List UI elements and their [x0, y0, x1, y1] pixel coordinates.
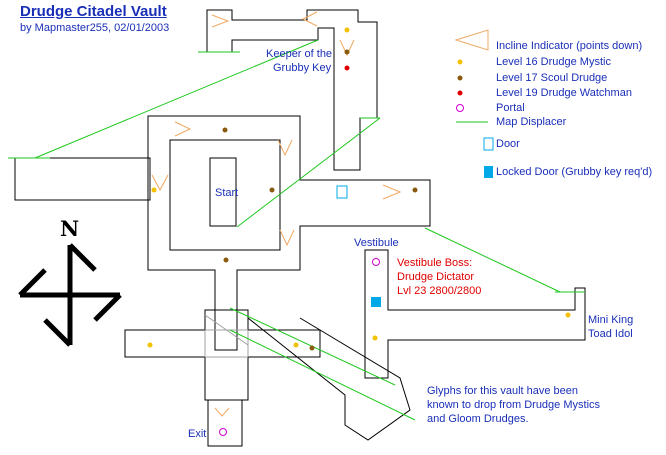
mystic-dot — [151, 187, 157, 193]
portal-ring — [372, 258, 380, 266]
glyphs-note-1: Glyphs for this vault have been — [427, 385, 579, 397]
exit-label: Exit — [188, 428, 207, 440]
central-hall-outer — [147, 115, 431, 351]
scoul-dot — [344, 49, 350, 55]
legend-item: Locked Door (Grubby key req'd) — [496, 166, 653, 178]
legend-red-dot-icon — [457, 90, 463, 96]
cross-grey-diag — [204, 314, 249, 346]
legend-item: Portal — [496, 102, 525, 114]
mystic-dot — [147, 342, 153, 348]
vestibule-label: Vestibule — [354, 237, 399, 249]
left-wing-wall — [14, 157, 151, 201]
watchman-dot — [344, 65, 350, 71]
legend-incline-triangle-icon — [454, 29, 489, 51]
top-hall-wall — [206, 9, 378, 171]
incline-triangle — [301, 11, 318, 27]
legend-yellow-dot-icon — [457, 59, 463, 65]
displacer-line-2 — [236, 117, 381, 228]
incline-triangle — [211, 14, 230, 28]
boss-label-2: Drudge Dictator — [397, 271, 475, 283]
compass-north-letter: N — [60, 216, 80, 241]
scoul-dot — [412, 187, 418, 193]
map-title: Drudge Citadel Vault — [20, 3, 167, 20]
exit-passage-wall — [207, 399, 243, 447]
mystic-dot — [344, 27, 350, 33]
scoul-dot — [223, 257, 229, 263]
start-label: Start — [215, 187, 239, 199]
legend-item: Incline Indicator (points down) — [496, 40, 643, 52]
mystic-dot — [293, 342, 299, 348]
legend-item: Level 17 Scoul Drudge — [496, 72, 608, 84]
cross-grey-lines — [204, 329, 249, 358]
displacer-line-1 — [34, 39, 319, 159]
scoul-dot — [309, 345, 315, 351]
vestibule-wall — [364, 249, 586, 379]
incline-triangle — [214, 407, 230, 417]
displacer-line-3 — [424, 227, 561, 293]
locked-door — [371, 297, 381, 307]
scoul-dot — [222, 127, 228, 133]
portal-ring — [219, 428, 227, 436]
incline-triangle — [382, 184, 402, 200]
boss-label-3: Lvl 23 2800/2800 — [397, 285, 482, 297]
incline-triangle — [339, 39, 355, 57]
legend-item: Level 16 Drudge Mystic — [496, 56, 611, 68]
keeper-label-1: Keeper of the — [266, 48, 333, 60]
miniking-label-2: Toad Idol — [588, 328, 633, 340]
legend-item: Level 19 Drudge Watchman — [496, 87, 632, 99]
miniking-label-1: Mini King — [588, 314, 634, 326]
keeper-label-2: Grubby Key — [273, 62, 332, 74]
mystic-dot — [372, 335, 378, 341]
cross-room-wall — [124, 309, 321, 401]
incline-triangle — [279, 229, 295, 247]
incline-triangle — [277, 139, 293, 157]
central-hall-inner — [169, 139, 281, 251]
boss-label-1: Vestibule Boss: — [397, 257, 473, 269]
door — [336, 185, 348, 199]
scoul-dot — [269, 187, 275, 193]
glyphs-note-3: and Gloom Drudges. — [427, 413, 529, 425]
legend-door-icon — [483, 137, 494, 151]
diagonal-corridor-wall — [247, 317, 411, 441]
displacer-line-5 — [229, 329, 416, 421]
legend-portal-ring-icon — [456, 104, 464, 112]
glyphs-note-2: known to drop from Drudge Mystics — [427, 399, 601, 411]
legend-locked-door-icon — [484, 166, 493, 178]
legend-brown-dot-icon — [457, 75, 463, 81]
legend-item: Door — [496, 138, 520, 150]
incline-triangle — [151, 174, 169, 192]
mystic-dot — [565, 312, 571, 318]
start-room — [209, 157, 237, 227]
incline-triangle — [174, 121, 192, 137]
map-byline: by Mapmaster255, 02/01/2003 — [20, 22, 170, 34]
legend-item: Map Displacer — [496, 116, 567, 128]
compass-rose — [18, 243, 122, 347]
